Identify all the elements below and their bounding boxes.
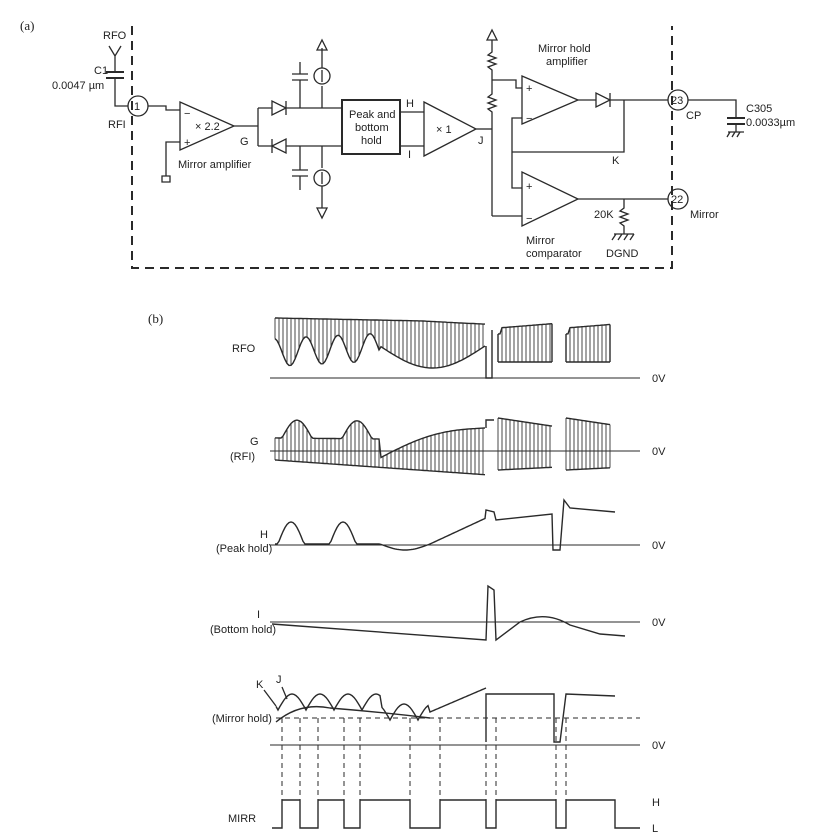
pin-22 <box>667 188 689 210</box>
rfi-trace-label: (RFI) <box>230 451 255 463</box>
h-trace-label: H <box>260 529 268 541</box>
r20k-label: 20K <box>594 209 614 221</box>
rfo-envelope-hatching <box>274 318 611 368</box>
i-trace-label: I <box>257 609 260 621</box>
bottom-cap <box>292 146 308 190</box>
g-zero-label: 0V <box>652 446 666 458</box>
mirror-k-waveform <box>275 705 431 723</box>
c1-value: 0.0047 µm <box>52 80 104 92</box>
rfo-pin-label: RFO <box>103 30 127 42</box>
g-envelope-hatching <box>274 418 611 475</box>
peak-hold-waveform <box>275 498 616 551</box>
c305-value: 0.0033µm <box>746 117 795 129</box>
rfo-trace-label: RFO <box>232 343 256 355</box>
hold-diode <box>595 91 612 109</box>
j-trace-label: J <box>276 674 282 686</box>
ic-boundary <box>131 26 673 269</box>
mirror-amplifier-label: Mirror amplifier <box>178 159 252 171</box>
rfo-zero-label: 0V <box>652 373 666 385</box>
peak-bottom-hold-block <box>341 99 401 155</box>
unity-buffer <box>423 100 478 158</box>
mirror-j-waveform <box>275 687 616 743</box>
c1-capacitor <box>106 71 124 79</box>
mirr-digital-waveform <box>272 799 640 829</box>
peak-hold-label: (Peak hold) <box>216 543 272 555</box>
dgnd-label: DGND <box>606 248 638 260</box>
comp-label-1: Mirror <box>526 235 555 247</box>
mirr-low-label: L <box>652 823 658 835</box>
comp-plus: + <box>526 181 532 193</box>
comp-label-2: comparator <box>526 248 582 260</box>
rfi-label: RFI <box>108 119 126 131</box>
peak-bottom-label-3: hold <box>361 135 382 147</box>
pin-23-number: 23 <box>671 95 683 107</box>
rfo-upper-envelope <box>275 317 611 335</box>
k-trace-label: K <box>256 679 264 691</box>
circuit-diagram: (a) RFO C1 0.0047 µm RFI 1 × 2.2 − + Mir… <box>20 18 795 269</box>
top-cap <box>292 62 308 108</box>
waveform-diagram: (b) RFO 0V G (RFI) 0V H (Peak hold) 0V I… <box>148 311 666 835</box>
bottom-hold-waveform <box>271 584 626 642</box>
kj-pointers <box>263 686 288 707</box>
peak-diode <box>271 99 288 117</box>
mirr-trace-label: MIRR <box>228 813 256 825</box>
i-zero-label: 0V <box>652 617 666 629</box>
mirror-zero-label: 0V <box>652 740 666 752</box>
pin-1-number: 1 <box>134 101 140 113</box>
pin-22-number: 22 <box>671 194 683 206</box>
rfo-antenna <box>108 45 122 72</box>
node-g-label: G <box>240 136 249 148</box>
cp-label: CP <box>686 110 701 122</box>
node-k-label: K <box>612 155 620 167</box>
node-h-label: H <box>406 98 414 110</box>
mirror-amplifier <box>179 100 236 152</box>
buffer-gain: × 1 <box>436 124 452 136</box>
hold-amp-label-2: amplifier <box>546 56 588 68</box>
mirror-pin-label: Mirror <box>690 209 719 221</box>
mirr-high-label: H <box>652 797 660 809</box>
peak-bottom-label-2: bottom <box>355 122 389 134</box>
g-lower-envelope <box>274 459 611 476</box>
node-j-label: J <box>478 135 484 147</box>
peak-bottom-label-1: Peak and <box>349 109 395 121</box>
mirror-amp-minus: − <box>184 108 190 120</box>
transition-guides <box>281 718 567 800</box>
g-upper-envelope <box>275 417 611 459</box>
g-trace-label: G <box>250 436 259 448</box>
part-a-label: (a) <box>20 18 34 33</box>
mirror-comparator <box>521 170 580 228</box>
mirror-amp-plus: + <box>184 137 190 149</box>
hold-amp-label-1: Mirror hold <box>538 43 591 55</box>
hold-amp-minus: − <box>526 113 532 125</box>
r20k-resistor <box>618 199 630 234</box>
h-zero-label: 0V <box>652 540 666 552</box>
bottom-hold-label: (Bottom hold) <box>210 624 276 636</box>
divider-resistors <box>486 40 498 216</box>
mirror-hold-label: (Mirror hold) <box>212 713 272 725</box>
bottom-diode <box>270 137 287 155</box>
c1-label: C1 <box>94 65 108 77</box>
rfo-lower-envelope <box>274 323 611 379</box>
hold-amp-plus: + <box>526 83 532 95</box>
mirror-hold-amplifier <box>521 75 580 125</box>
part-b-label: (b) <box>148 311 163 326</box>
mirror-amp-gain: × 2.2 <box>195 121 220 133</box>
c305-capacitor <box>727 117 745 125</box>
c305-label: C305 <box>746 103 772 115</box>
node-i-label: I <box>408 149 411 161</box>
comp-minus: − <box>526 213 532 225</box>
